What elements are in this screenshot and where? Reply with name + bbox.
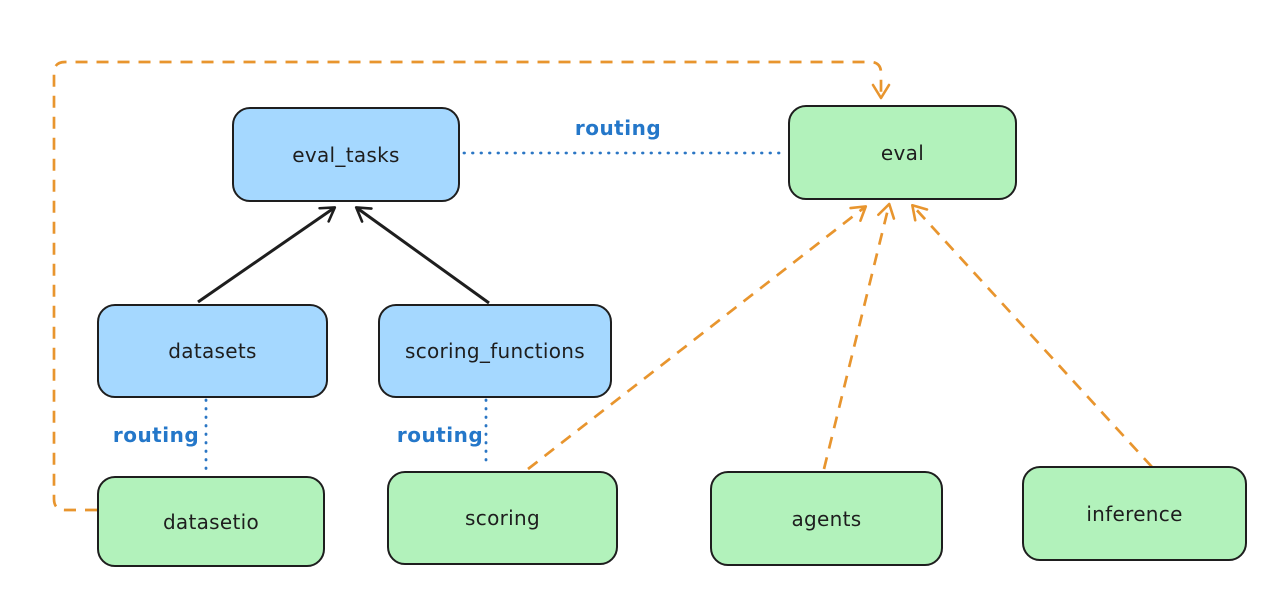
- edge-label-routing-top: routing: [574, 116, 662, 140]
- node-agents: agents: [710, 471, 943, 566]
- edge-datasets-to-eval-tasks: [197, 206, 337, 304]
- edge-inference-to-eval: [911, 203, 1153, 468]
- edge-label-routing-scoring: routing: [396, 423, 484, 447]
- node-eval-tasks-label: eval_tasks: [292, 142, 400, 167]
- node-datasetio-label: datasetio: [162, 509, 260, 534]
- node-inference-label: inference: [1086, 501, 1183, 526]
- node-scoring-functions-label: scoring_functions: [404, 339, 586, 363]
- node-datasets: datasets: [97, 304, 328, 398]
- edge-datasetio-to-eval: [52, 60, 891, 512]
- node-inference: inference: [1022, 466, 1247, 561]
- edge-scoring-functions-to-eval-tasks: [354, 206, 490, 305]
- node-agents-label: agents: [791, 506, 862, 531]
- node-eval-tasks: eval_tasks: [232, 107, 460, 202]
- edge-agents-to-eval: [822, 202, 896, 470]
- node-scoring-functions: scoring_functions: [378, 304, 612, 398]
- edge-label-routing-datasets: routing: [112, 423, 200, 447]
- node-eval: eval: [788, 105, 1017, 200]
- node-datasets-label: datasets: [168, 339, 257, 363]
- edge-scoring-to-eval: [527, 205, 868, 471]
- node-scoring-label: scoring: [465, 506, 540, 530]
- node-datasetio: datasetio: [97, 476, 325, 567]
- node-scoring: scoring: [387, 471, 618, 565]
- node-eval-label: eval: [880, 140, 925, 165]
